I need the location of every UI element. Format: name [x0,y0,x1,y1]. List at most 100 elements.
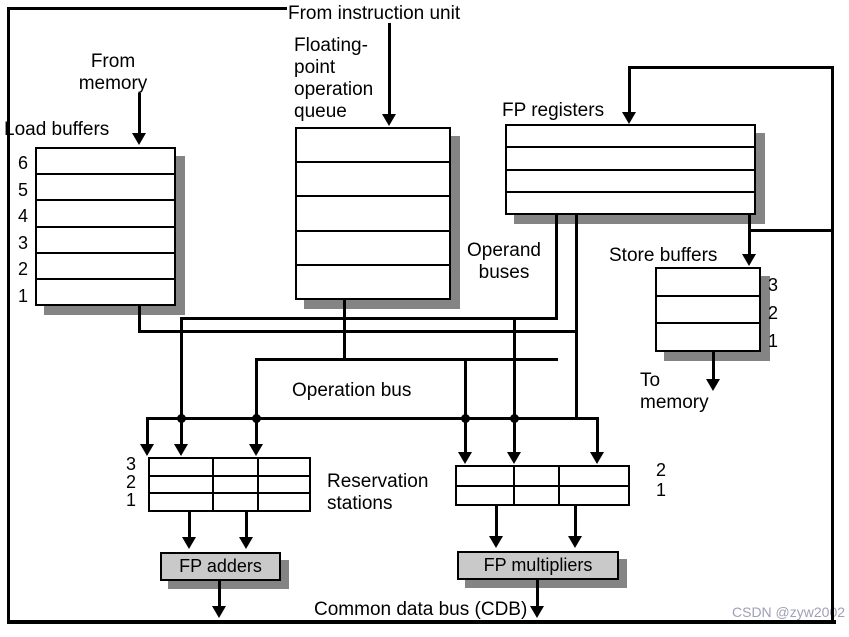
load-buffer-index: 5 [17,179,28,200]
cdb-top-left-segment [7,7,287,10]
arrowhead-into-fp-registers [622,112,636,124]
operation-bus-line [255,358,558,361]
fp-register-slot [507,168,754,191]
rs-to-multipliers-shaft-1 [495,505,498,538]
store-buffer-slot [657,269,759,295]
distribution-bus-line [146,417,599,420]
operand-bus-drop-1 [555,214,558,320]
load-buffer-indices: 6 5 4 3 2 1 [10,150,28,309]
operand-bus-drop-2 [575,214,578,420]
reservation-station-row [457,484,628,504]
rs-adder-feed-2-shaft [180,317,183,446]
reservation-stations-label: Reservation stations [327,471,429,514]
store-buffer-index: 2 [768,303,779,323]
load-buffer-index: 1 [17,285,28,306]
cdb-to-fp-registers-drop [628,66,631,114]
multiplier-rs-index: 2 [656,460,667,480]
arrowhead-rs-mult-2 [507,452,521,464]
from-instruction-unit-arrow-shaft [388,23,391,115]
reservation-station-row [457,467,628,485]
cdb-right-segment [831,66,834,624]
arrowhead-into-multipliers-1 [489,536,503,548]
multiplier-reservation-stations [455,465,630,506]
fp-multipliers-box: FP multipliers [457,551,619,580]
load-buffer-slot [37,173,174,199]
cdb-bottom-line [7,620,836,624]
cdb-left-segment [7,7,10,623]
queue-slot [297,195,449,229]
load-buffers-output-drop [138,305,141,333]
arrowhead-into-op-queue [382,114,396,126]
load-buffer-index: 6 [17,153,28,173]
store-buffer-slot [657,322,759,350]
arrowhead-rs-mult-3 [590,452,604,464]
load-buffer-index: 4 [17,206,28,226]
to-memory-label: To memory [640,370,709,413]
rs-mult-feed-2-shaft [513,317,516,454]
arrowhead-multipliers-to-cdb [530,606,544,618]
load-buffer-slot [37,149,174,173]
rs-adder-feed-3-shaft [255,358,258,446]
load-buffer-slot [37,199,174,225]
fp-register-slot [507,146,754,168]
reservation-station-row [150,459,309,475]
rs-to-multipliers-shaft-2 [574,505,577,538]
arrowhead-adders-to-cdb [212,606,226,618]
operand-bus-line-1 [180,317,558,320]
bus-junction-dot [461,414,470,423]
rs-mult-feed-3-shaft [596,417,599,454]
cdb-to-store-buffers-segment [748,229,833,232]
store-buffer-index: 3 [768,275,779,295]
queue-slot [297,129,449,161]
watermark: CSDN @zyw2002 [732,604,846,620]
rs-adder-feed-1-shaft [146,417,149,446]
fp-op-queue-box [295,127,451,300]
store-buffer-slot [657,294,759,323]
fp-register-slot [507,126,754,146]
arrowhead-to-memory [706,379,720,391]
arrowhead-into-load-buffers [132,133,146,145]
multiplier-rs-index: 1 [656,480,667,500]
multipliers-to-cdb-shaft [536,579,539,608]
operand-bus-line-2 [138,330,578,333]
cdb-label: Common data bus (CDB) [314,599,528,620]
from-instruction-unit-label: From instruction unit [288,3,461,24]
fp-adders-box: FP adders [160,552,281,581]
from-memory-label: From memory [78,51,148,94]
op-queue-output-drop [343,298,346,361]
reservation-station-row [150,492,309,511]
arrowhead-into-store-buffers [742,254,756,266]
arrowhead-rs-adder-1 [140,444,154,456]
store-buffer-indices: 3 2 1 [768,271,782,355]
store-buffer-index: 1 [768,331,779,351]
rs-to-adders-shaft-2 [245,511,248,539]
load-buffer-index: 3 [17,232,28,253]
reservation-station-row [150,474,309,493]
adder-reservation-stations [148,457,311,512]
queue-slot [297,161,449,195]
rs-mult-feed-1-shaft [464,358,467,454]
arrowhead-into-adders-2 [239,537,253,549]
bus-junction-dot [252,414,261,423]
load-buffer-slot [37,225,174,252]
adder-rs-index: 3 [125,454,136,474]
adder-rs-indices: 3 2 1 [120,455,136,509]
queue-slot [297,229,449,264]
adder-rs-index: 2 [125,472,136,492]
adders-to-cdb-shaft [218,580,221,608]
queue-slot [297,263,449,298]
operand-buses-label: Operand buses [467,240,541,283]
multiplier-rs-indices: 2 1 [656,460,672,500]
cdb-to-fp-registers-segment [629,66,834,69]
load-buffers-label: Load buffers [4,119,110,140]
arrowhead-into-multipliers-2 [568,536,582,548]
from-memory-arrow-shaft [138,93,141,134]
fp-op-queue-label: Floating- point operation queue [294,35,374,122]
load-buffer-index: 2 [17,259,28,279]
load-buffer-slot [37,251,174,278]
fp-registers-to-store-buffers-shaft [748,214,751,256]
load-buffer-slot [37,277,174,304]
arrowhead-rs-adder-2 [174,444,188,456]
arrowhead-into-adders-1 [182,537,196,549]
